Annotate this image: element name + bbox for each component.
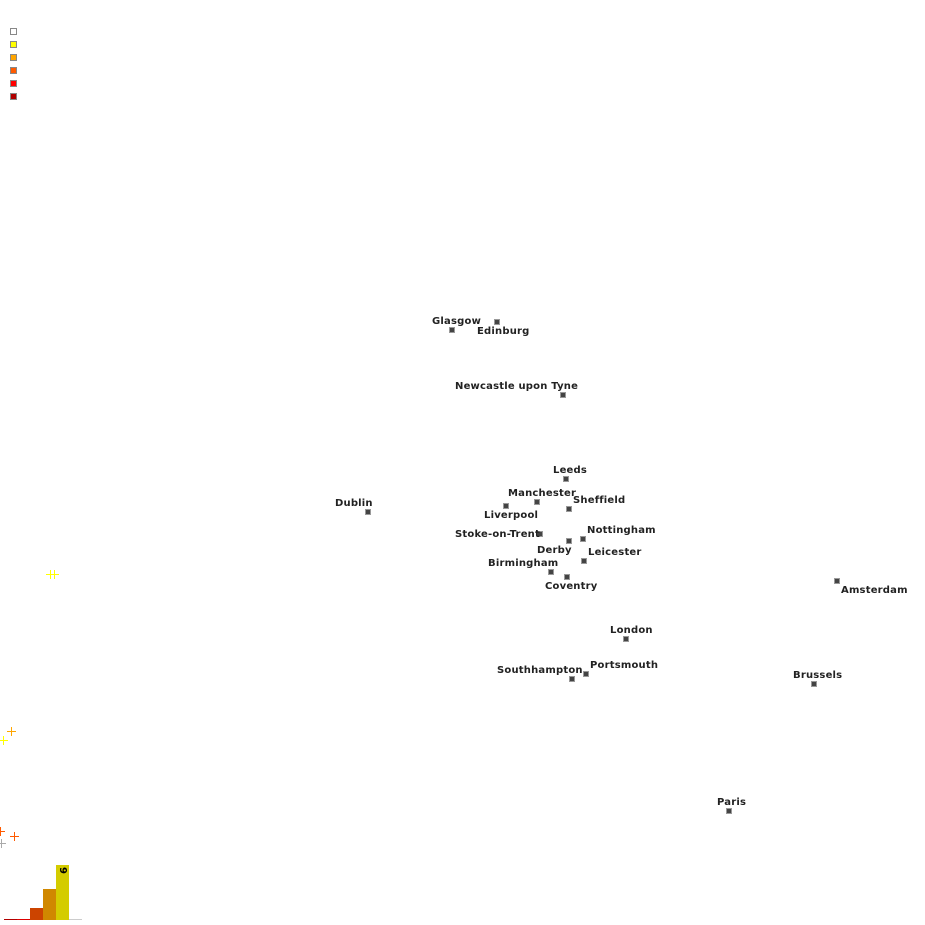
- city-label: Leeds: [553, 465, 588, 476]
- city-marker[interactable]: [566, 506, 572, 512]
- city-marker[interactable]: [449, 327, 455, 333]
- histogram-bar: [43, 889, 56, 920]
- city-label: London: [610, 625, 653, 636]
- city-marker[interactable]: [494, 319, 500, 325]
- legend-swatch[interactable]: [10, 54, 17, 61]
- data-cross-marker[interactable]: [0, 736, 8, 745]
- legend-swatch[interactable]: [10, 67, 17, 74]
- city-label: Edinburg: [477, 326, 530, 337]
- city-label: Newcastle upon Tyne: [455, 381, 579, 392]
- legend-swatch[interactable]: [10, 28, 17, 35]
- city-marker[interactable]: [537, 531, 543, 537]
- city-marker[interactable]: [548, 569, 554, 575]
- data-cross-marker[interactable]: [10, 832, 19, 841]
- city-label: Portsmouth: [590, 660, 659, 671]
- city-label: Stoke-on-Trent: [455, 529, 540, 540]
- histogram: 9: [0, 850, 90, 925]
- city-label: Birmingham: [488, 558, 559, 569]
- city-marker[interactable]: [503, 503, 509, 509]
- histogram-bar: [56, 865, 69, 920]
- city-label: Liverpool: [484, 510, 539, 521]
- data-cross-marker[interactable]: [7, 727, 16, 736]
- city-marker[interactable]: [583, 671, 589, 677]
- city-marker[interactable]: [623, 636, 629, 642]
- histogram-bar: [69, 919, 82, 920]
- city-marker[interactable]: [569, 676, 575, 682]
- city-marker[interactable]: [726, 808, 732, 814]
- city-label: Leicester: [588, 547, 642, 558]
- city-marker[interactable]: [566, 538, 572, 544]
- histogram-bar: [17, 919, 30, 920]
- histogram-bar-label: 9: [57, 867, 68, 874]
- city-marker[interactable]: [811, 681, 817, 687]
- legend-swatch[interactable]: [10, 93, 17, 100]
- city-marker[interactable]: [560, 392, 566, 398]
- city-marker[interactable]: [563, 476, 569, 482]
- city-marker[interactable]: [580, 536, 586, 542]
- data-cross-marker[interactable]: [0, 839, 6, 848]
- city-label: Nottingham: [587, 525, 656, 536]
- city-label: Amsterdam: [841, 585, 908, 596]
- histogram-bar: [30, 907, 43, 920]
- city-marker[interactable]: [365, 509, 371, 515]
- city-marker[interactable]: [564, 574, 570, 580]
- city-label: Dublin: [335, 498, 373, 509]
- city-marker[interactable]: [581, 558, 587, 564]
- histogram-bar: [4, 919, 17, 920]
- city-label: Coventry: [545, 581, 598, 592]
- legend-swatch[interactable]: [10, 80, 17, 87]
- city-label: Sheffield: [573, 495, 626, 506]
- city-marker[interactable]: [534, 499, 540, 505]
- city-marker[interactable]: [834, 578, 840, 584]
- data-cross-marker[interactable]: [0, 827, 5, 836]
- city-label: Derby: [537, 545, 572, 556]
- city-label: Brussels: [793, 670, 843, 681]
- city-label: Paris: [717, 797, 747, 808]
- data-cross-marker[interactable]: [50, 570, 59, 579]
- city-label: Glasgow: [432, 316, 482, 327]
- legend-swatch[interactable]: [10, 41, 17, 48]
- city-label: Manchester: [508, 488, 577, 499]
- city-label: Southhampton: [497, 665, 583, 676]
